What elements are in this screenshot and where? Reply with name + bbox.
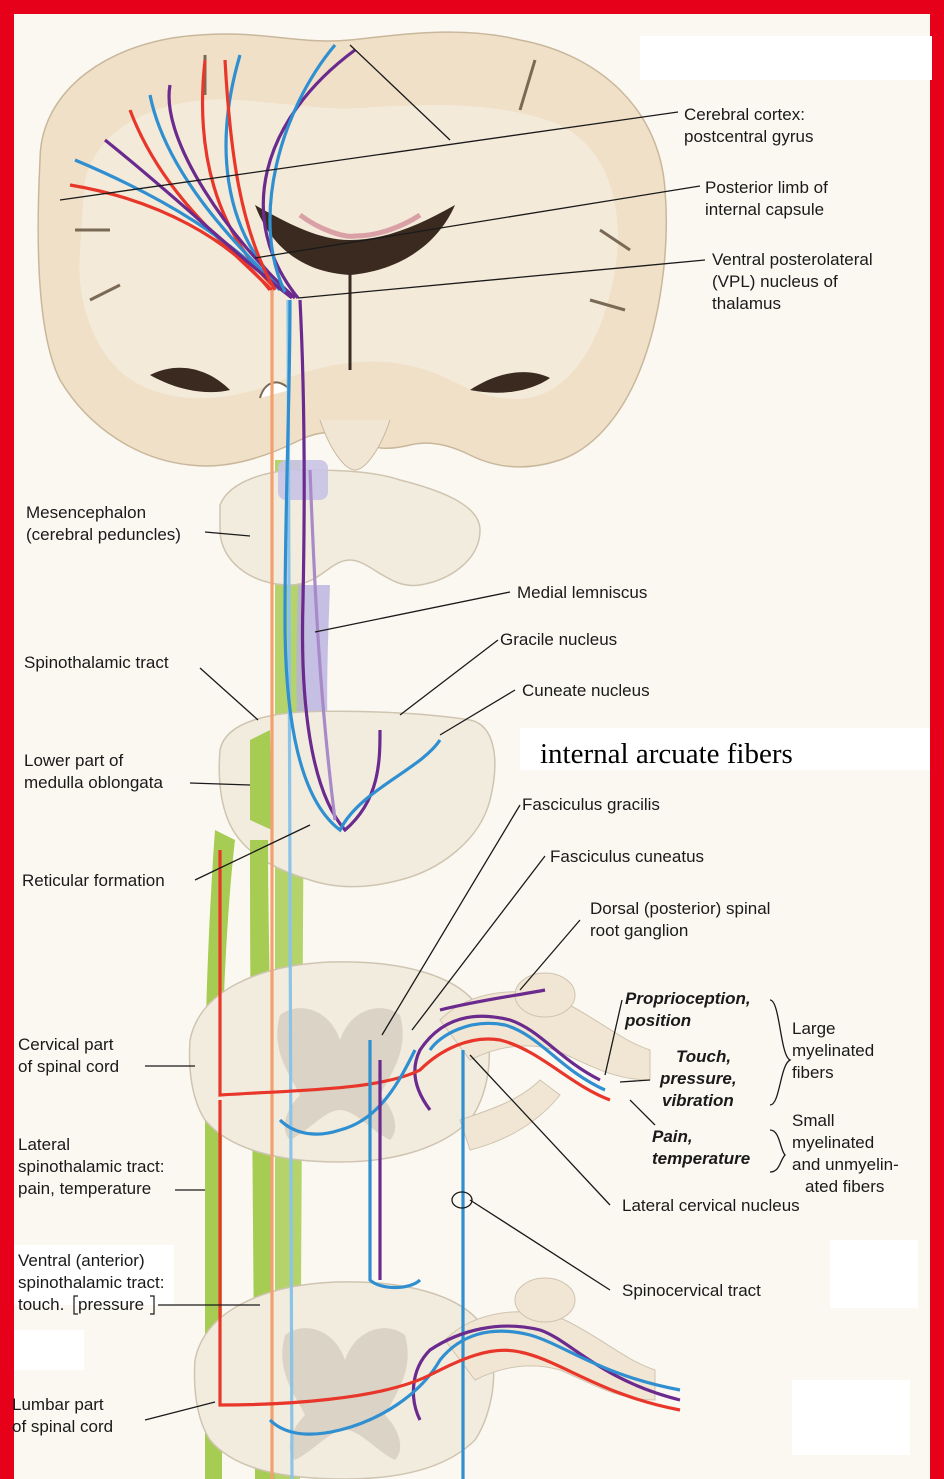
label-small-fibers-2: myelinated — [792, 1133, 874, 1152]
label-lateral-spinothalamic-3: pain, temperature — [18, 1179, 151, 1198]
label-ventral-spinothalamic-4: pressure — [78, 1295, 144, 1314]
label-touch-1: Touch, — [676, 1047, 731, 1066]
label-lateral-spinothalamic-1: Lateral — [18, 1135, 70, 1154]
label-fasciculus-gracilis: Fasciculus gracilis — [522, 795, 660, 814]
label-fasciculus-cuneatus: Fasciculus cuneatus — [550, 847, 704, 866]
label-lumbar-cord-2: of spinal cord — [12, 1417, 113, 1436]
label-cerebral-cortex-2: postcentral gyrus — [684, 127, 813, 146]
label-small-fibers-1: Small — [792, 1111, 835, 1130]
label-proprioception-2: position — [624, 1011, 691, 1030]
label-posterior-limb-2: internal capsule — [705, 200, 824, 219]
label-large-fibers-1: Large — [792, 1019, 835, 1038]
label-ventral-spinothalamic-2: spinothalamic tract: — [18, 1273, 164, 1292]
label-dorsal-root-ganglion-2: root ganglion — [590, 921, 688, 940]
label-large-fibers-2: myelinated — [792, 1041, 874, 1060]
label-pain-1: Pain, — [652, 1127, 693, 1146]
brain-coronal-section — [38, 32, 666, 470]
label-lateral-cervical-nucleus: Lateral cervical nucleus — [622, 1196, 800, 1215]
label-dorsal-root-ganglion-1: Dorsal (posterior) spinal — [590, 899, 770, 918]
label-vpl-3: thalamus — [712, 294, 781, 313]
label-lateral-spinothalamic-2: spinothalamic tract: — [18, 1157, 164, 1176]
label-small-fibers-3: and unmyelin- — [792, 1155, 899, 1174]
label-vpl-2: (VPL) nucleus of — [712, 272, 838, 291]
label-mesencephalon-1: Mesencephalon — [26, 503, 146, 522]
label-vpl-1: Ventral posterolateral — [712, 250, 873, 269]
masking-box-right — [830, 1240, 918, 1308]
label-lumbar-cord-1: Lumbar part — [12, 1395, 104, 1414]
label-medial-lemniscus: Medial lemniscus — [517, 583, 647, 602]
label-touch-3: vibration — [662, 1091, 734, 1110]
label-touch-2: pressure, — [659, 1069, 737, 1088]
label-mesencephalon-2: (cerebral peduncles) — [26, 525, 181, 544]
label-reticular-formation: Reticular formation — [22, 871, 165, 890]
label-proprioception-1: Proprioception, — [625, 989, 751, 1008]
label-gracile-nucleus: Gracile nucleus — [500, 630, 617, 649]
masking-box-top — [640, 36, 932, 80]
label-pain-2: temperature — [652, 1149, 750, 1168]
label-spinocervical-tract: Spinocervical tract — [622, 1281, 761, 1300]
label-posterior-limb-1: Posterior limb of — [705, 178, 828, 197]
label-ventral-spinothalamic-3: touch. — [18, 1295, 64, 1314]
masking-box-bottom-right — [792, 1380, 910, 1455]
label-small-fibers-4: ated fibers — [805, 1177, 884, 1196]
label-lower-medulla-1: Lower part of — [24, 751, 123, 770]
label-cervical-cord-1: Cervical part — [18, 1035, 114, 1054]
label-spinothalamic-tract: Spinothalamic tract — [24, 653, 169, 672]
label-cuneate-nucleus: Cuneate nucleus — [522, 681, 650, 700]
masking-box-lower-left — [14, 1330, 84, 1370]
label-ventral-spinothalamic-1: Ventral (anterior) — [18, 1251, 145, 1270]
label-cerebral-cortex-1: Cerebral cortex: — [684, 105, 805, 124]
label-cervical-cord-2: of spinal cord — [18, 1057, 119, 1076]
label-lower-medulla-2: medulla oblongata — [24, 773, 163, 792]
label-large-fibers-3: fibers — [792, 1063, 834, 1082]
label-internal-arcuate-fibers: internal arcuate fibers — [540, 738, 793, 770]
